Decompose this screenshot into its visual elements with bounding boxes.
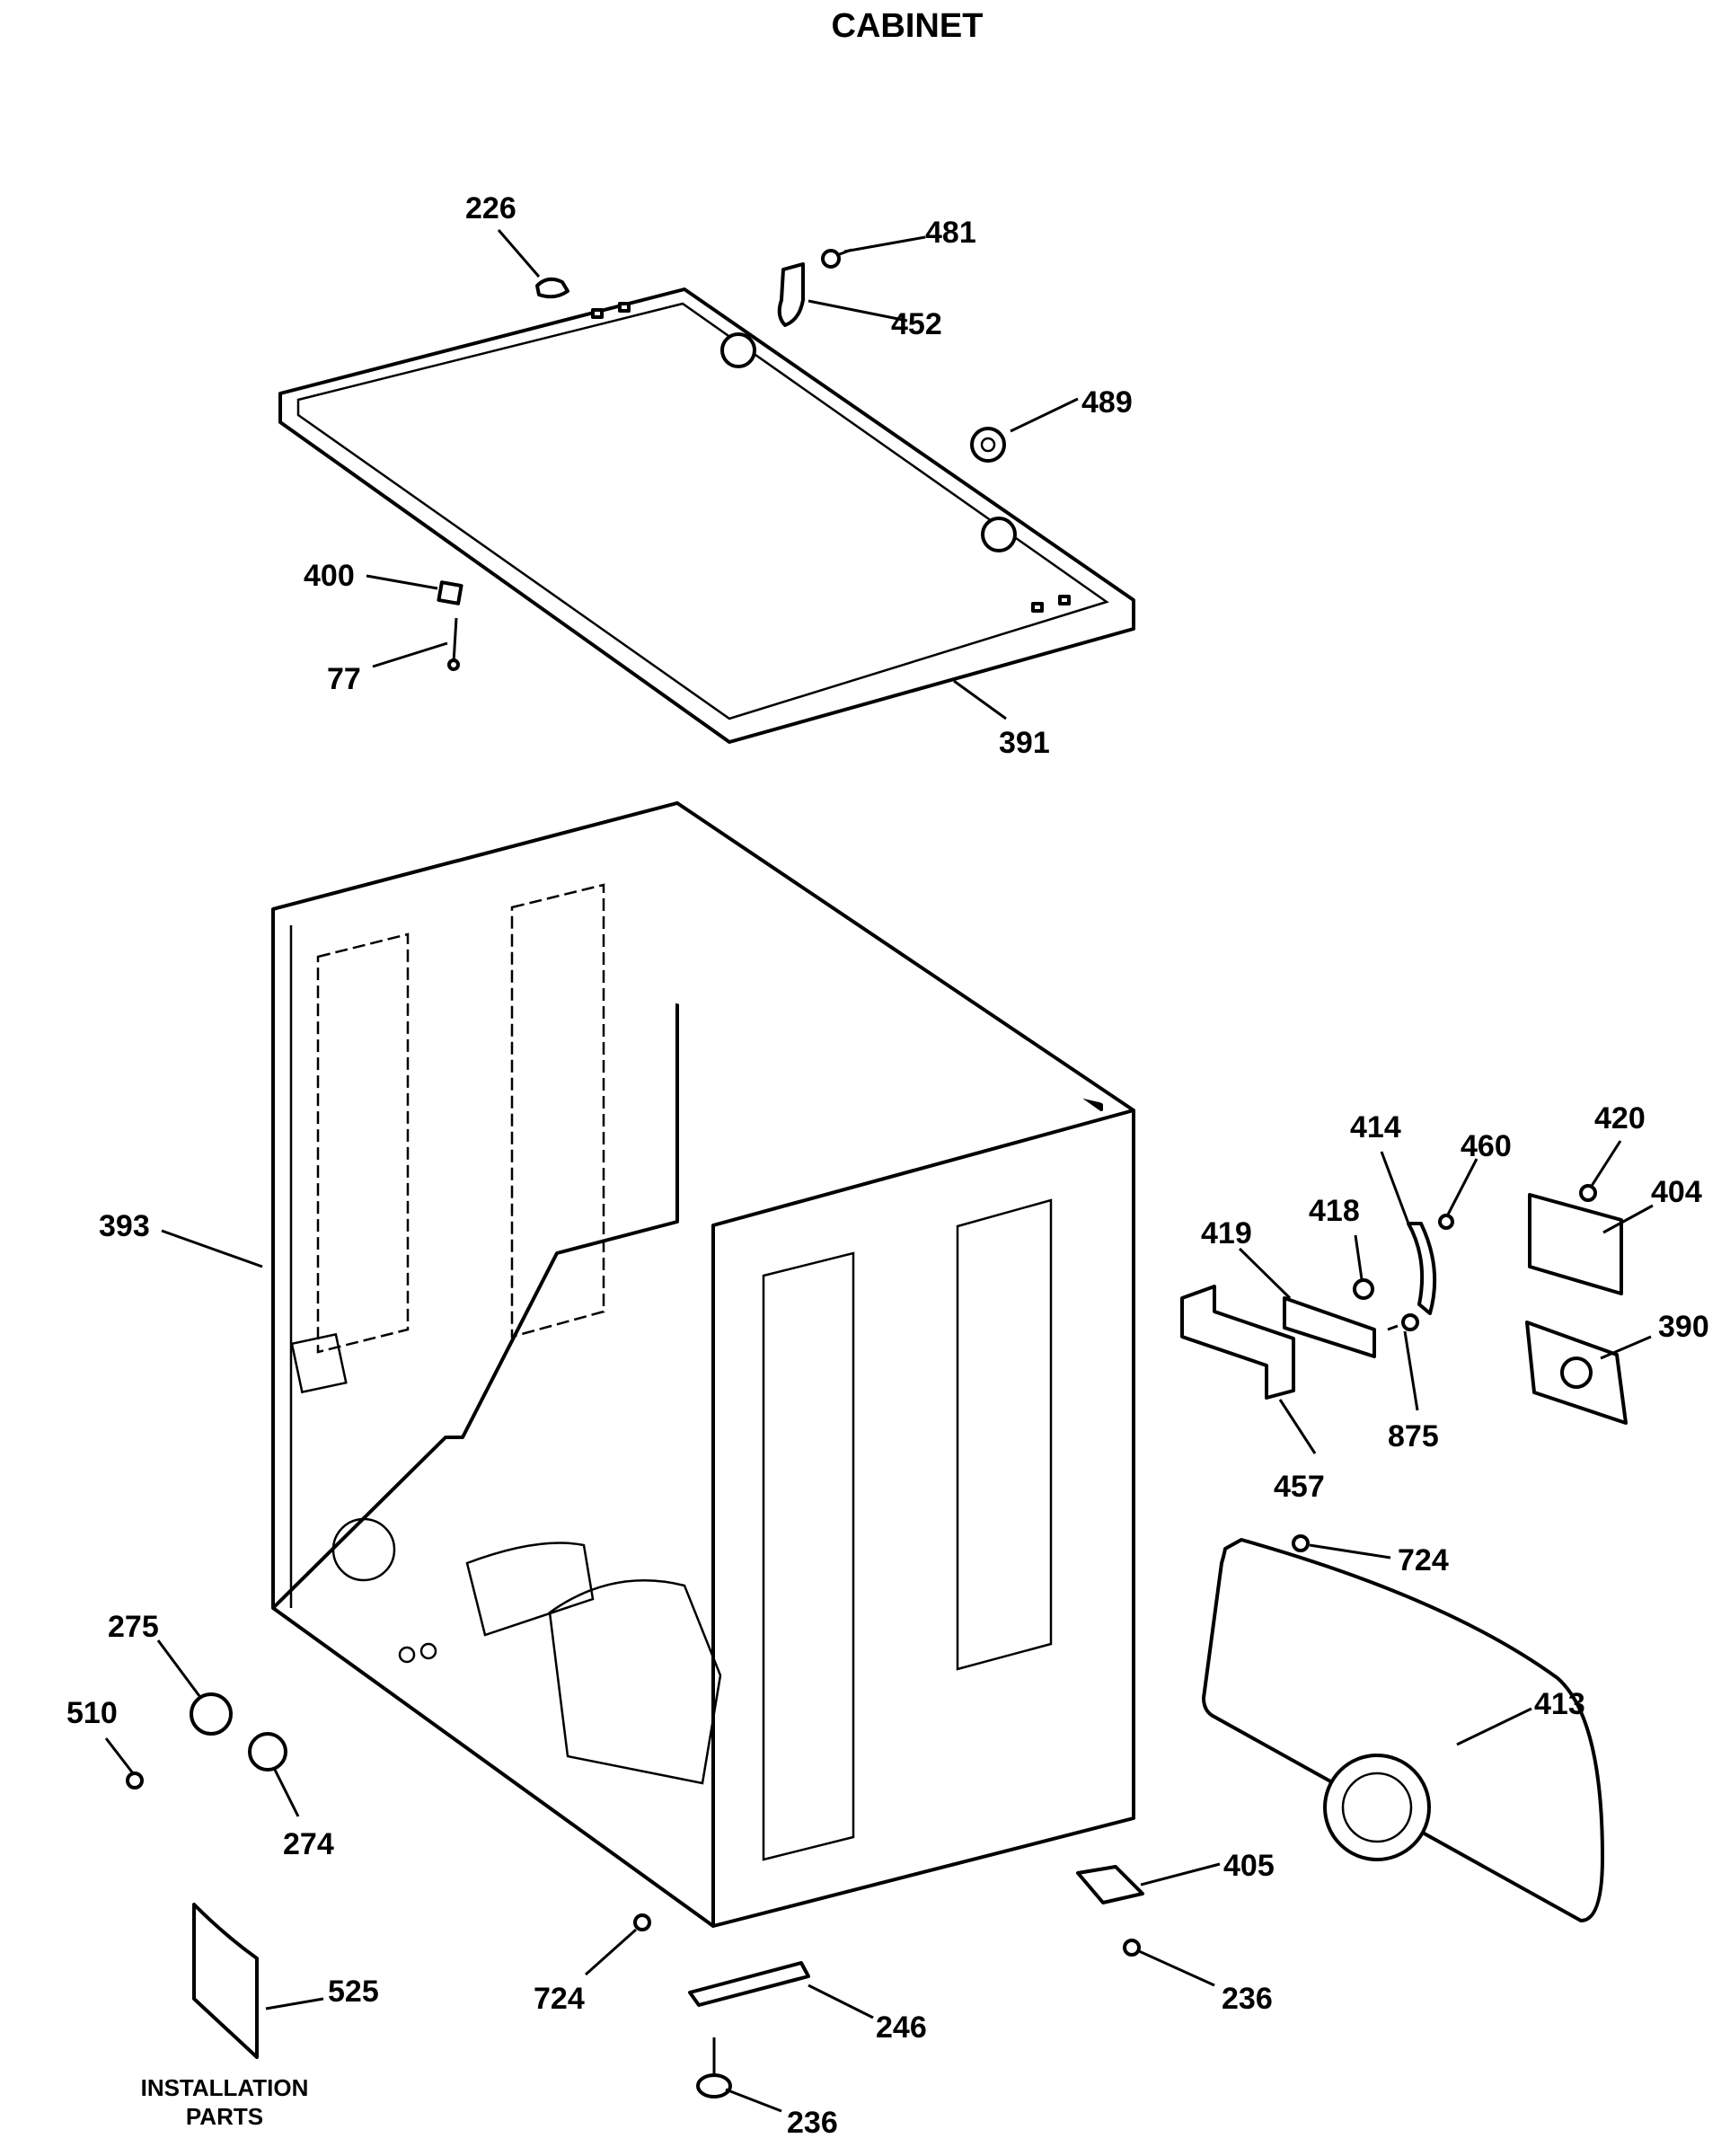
callout-236-bottom: 236: [787, 2106, 838, 2140]
callout-724-right: 724: [1398, 1543, 1449, 1577]
callout-481: 481: [925, 216, 976, 250]
screw-460: [1438, 1214, 1454, 1230]
top-panel-391: [278, 287, 1135, 744]
callout-236-right: 236: [1222, 1982, 1273, 2016]
bracket-452: [777, 262, 805, 327]
bracket-246: [688, 1961, 810, 2007]
screw-724-right: [1292, 1534, 1310, 1552]
bumper-274: [248, 1732, 287, 1772]
screw-236-right: [1123, 1939, 1141, 1957]
screw-420: [1579, 1184, 1597, 1202]
bracket-405: [1076, 1865, 1144, 1904]
callout-460: 460: [1461, 1129, 1512, 1163]
installation-parts-caption: INSTALLATION PARTS: [99, 2073, 350, 2131]
callout-419: 419: [1201, 1216, 1252, 1250]
installation-parts-bag-525: [192, 1903, 259, 2059]
caption-line-1: INSTALLATION: [140, 2074, 309, 2101]
callout-724-bottom: 724: [534, 1982, 585, 2016]
screw-77: [447, 617, 460, 671]
bracket-419: [1180, 1285, 1295, 1400]
clip-226: [535, 277, 569, 299]
callout-489: 489: [1081, 385, 1133, 420]
callout-418: 418: [1309, 1194, 1360, 1228]
callout-457: 457: [1274, 1470, 1325, 1504]
cabinet-393: [271, 801, 1135, 1928]
diagram-title: CABINET: [831, 7, 984, 45]
callout-400: 400: [304, 559, 355, 593]
cover-404: [1528, 1193, 1623, 1295]
callout-labels: 226 481 452 489 400 77 391 393 414 460 4…: [66, 191, 1709, 2140]
callout-391: 391: [999, 726, 1050, 760]
callout-390: 390: [1658, 1310, 1709, 1344]
strap-414: [1407, 1222, 1437, 1315]
clip-400: [437, 580, 463, 605]
callout-77: 77: [327, 662, 361, 696]
rear-panel-413: [1202, 1538, 1604, 1922]
callout-414: 414: [1350, 1110, 1401, 1144]
screw-510: [126, 1772, 144, 1789]
plate-390: [1525, 1321, 1628, 1425]
callout-405: 405: [1223, 1849, 1275, 1883]
callout-404: 404: [1651, 1175, 1702, 1209]
caption-line-2: PARTS: [185, 2103, 264, 2130]
callout-226: 226: [465, 191, 516, 225]
callout-420: 420: [1594, 1101, 1646, 1135]
callout-275: 275: [108, 1610, 159, 1644]
callout-452: 452: [891, 307, 942, 341]
callout-246: 246: [876, 2010, 927, 2045]
callout-510: 510: [66, 1696, 118, 1730]
leader-lines: [104, 229, 1654, 2113]
callout-393: 393: [99, 1209, 150, 1243]
callout-274: 274: [283, 1827, 334, 1861]
leveling-leg-236: [696, 2037, 732, 2099]
callout-875: 875: [1388, 1419, 1439, 1454]
screw-724-bottom: [633, 1913, 651, 1931]
bumper-489: [970, 427, 1006, 463]
callout-525: 525: [328, 1975, 379, 2009]
callout-413: 413: [1534, 1687, 1585, 1721]
screw-875: [1387, 1313, 1419, 1331]
terminal-block-418: [1283, 1278, 1376, 1358]
bumper-275: [190, 1692, 233, 1736]
